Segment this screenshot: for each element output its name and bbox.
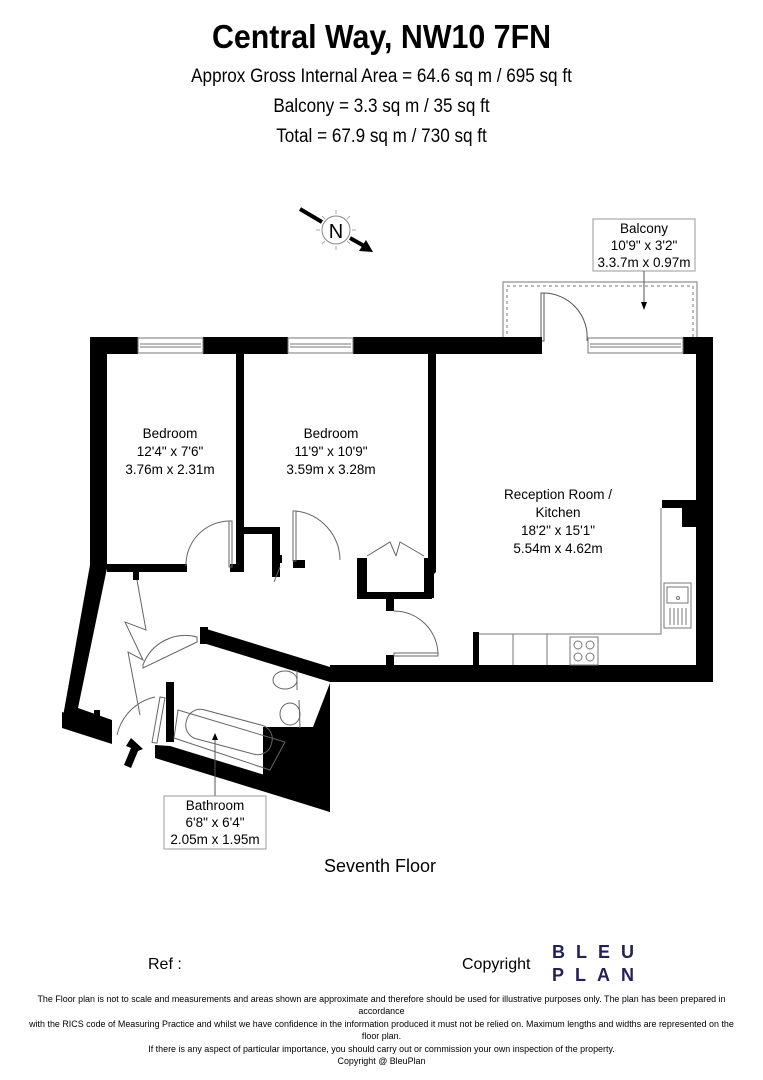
- logo-line-2: PLAN: [552, 965, 645, 985]
- property-title: Central Way, NW10 7FN: [211, 18, 552, 55]
- disclaimer-line: with the RICS code of Measuring Practice…: [29, 1018, 734, 1043]
- balcony-area: Balcony = 3.3 sq m / 35 sq ft: [273, 96, 490, 117]
- balcony-door: [540, 292, 588, 342]
- compass-north-icon: N: [298, 207, 373, 252]
- svg-text:N: N: [329, 221, 343, 243]
- balcony-outline: [502, 281, 698, 340]
- bathroom-fixtures: [173, 670, 301, 771]
- svg-text:3.3.7m x 0.97m: 3.3.7m x 0.97m: [597, 255, 690, 270]
- room-label-bedroom-2: Bedroom 11'9" x 10'9" 3.59m x 3.28m: [286, 426, 375, 477]
- disclaimer-line: If there is any aspect of particular imp…: [148, 1043, 615, 1055]
- svg-text:12'4" x 7'6": 12'4" x 7'6": [137, 444, 204, 459]
- entrance-arrow-icon: [124, 738, 143, 768]
- total-area: Total = 67.9 sq m / 730 sq ft: [276, 126, 487, 147]
- svg-text:Bedroom: Bedroom: [304, 426, 359, 441]
- svg-text:18'2" x 15'1": 18'2" x 15'1": [521, 523, 595, 538]
- room-label-reception-kitchen: Reception Room / Kitchen 18'2" x 15'1" 5…: [504, 487, 612, 556]
- svg-text:Kitchen: Kitchen: [535, 505, 580, 520]
- bleuplan-logo: BLEU PLAN: [552, 941, 645, 987]
- kitchen-fixtures: [479, 508, 692, 666]
- svg-text:Bathroom: Bathroom: [186, 798, 245, 813]
- logo-line-1: BLEU: [552, 942, 645, 962]
- svg-text:Reception Room /: Reception Room /: [504, 487, 612, 502]
- disclaimer-line: Copyright @ BleuPlan: [337, 1056, 426, 1068]
- gross-internal-area: Approx Gross Internal Area = 64.6 sq m /…: [191, 66, 572, 87]
- room-label-balcony: Balcony 10'9" x 3'2" 3.3.7m x 0.97m: [592, 218, 696, 310]
- svg-text:6'8" x 6'4": 6'8" x 6'4": [185, 815, 244, 830]
- svg-text:5.54m x 4.62m: 5.54m x 4.62m: [513, 541, 602, 556]
- doors: [116, 510, 439, 744]
- disclaimer: The Floor plan is not to scale and measu…: [27, 994, 737, 1068]
- svg-text:10'9" x 3'2": 10'9" x 3'2": [611, 238, 678, 253]
- ref-label: Ref :: [148, 956, 182, 973]
- room-label-bedroom-1: Bedroom 12'4" x 7'6" 3.76m x 2.31m: [125, 426, 214, 477]
- disclaimer-line: The Floor plan is not to scale and measu…: [37, 994, 726, 1018]
- copyright-label: Copyright: [462, 956, 531, 973]
- floor-label: Seventh Floor: [323, 856, 437, 876]
- room-label-bathroom: Bathroom 6'8" x 6'4" 2.05m x 1.95m: [163, 733, 267, 850]
- svg-text:11'9" x 10'9": 11'9" x 10'9": [294, 444, 367, 459]
- svg-text:Balcony: Balcony: [620, 221, 668, 236]
- svg-text:Bedroom: Bedroom: [143, 426, 198, 441]
- svg-text:3.59m x 3.28m: 3.59m x 3.28m: [286, 462, 375, 477]
- svg-text:2.05m x 1.95m: 2.05m x 1.95m: [170, 832, 259, 847]
- walls: [62, 337, 713, 812]
- windows: [137, 337, 684, 354]
- svg-text:3.76m x 2.31m: 3.76m x 2.31m: [125, 462, 214, 477]
